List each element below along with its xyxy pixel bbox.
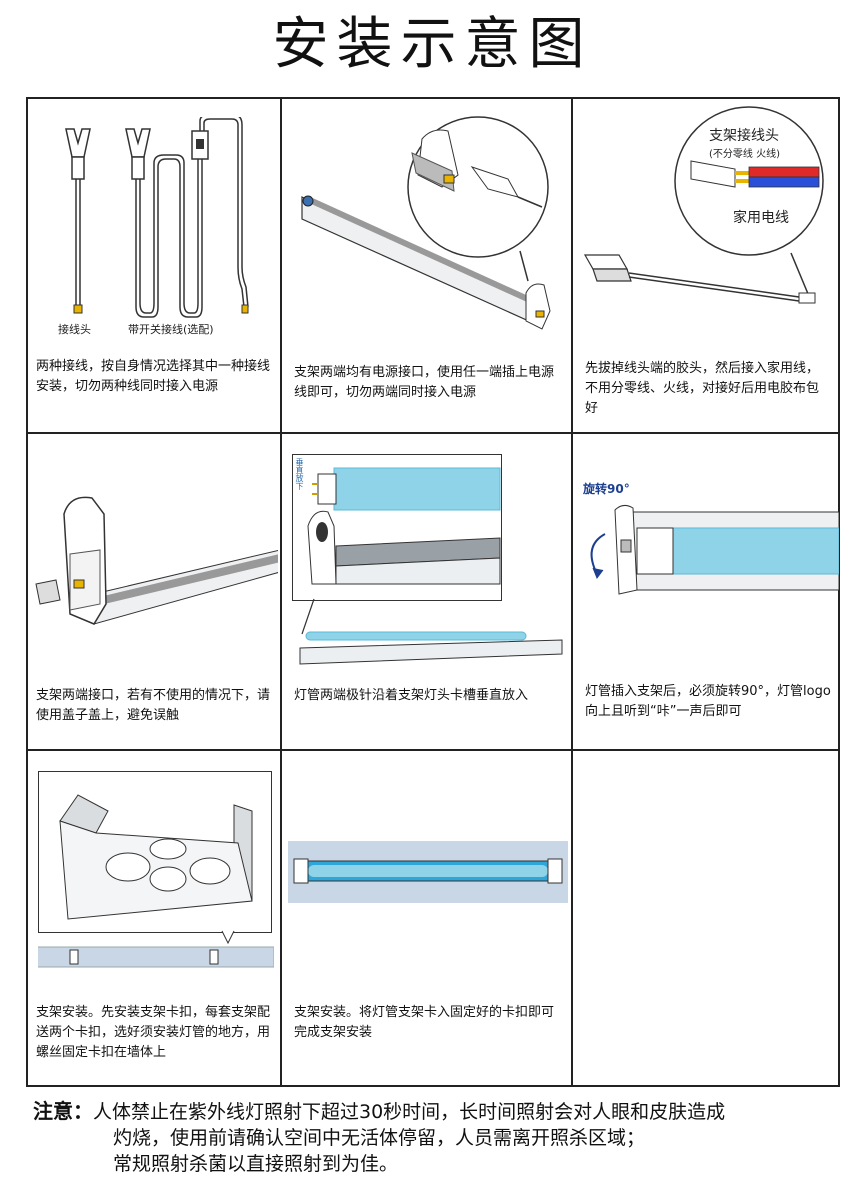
switch-wire-label: 带开关接线(选配)	[128, 323, 214, 336]
tube-rotate-illustration	[590, 504, 839, 595]
clip-bracket-illustration	[38, 794, 274, 968]
instruction-grid: 接线头 带开关接线(选配) 两种接线，按自身情况选择其中一种接线安装，切勿两种线…	[26, 97, 840, 1087]
step-6-caption: 灯管插入支架后，必须旋转90°，灯管logo向上且听到“咔”一声后即可	[585, 684, 831, 719]
step-2-panel: 支架两端均有电源接口，使用任一端插上电源线即可，切勿两端同时接入电源	[282, 99, 571, 432]
notice-label: 注意：	[33, 1099, 93, 1123]
bracket-power-illustration	[301, 116, 551, 330]
wire-connection-illustration	[583, 106, 824, 304]
vertical-drop-label: 垂直放下	[295, 458, 304, 490]
step-6-panel: 旋转90° 灯管插入支架后，必须旋转90°，灯管logo向上且听到“咔”一声后即…	[573, 434, 840, 749]
safety-notice: 注意：人体禁止在紫外线灯照射下超过30秒时间，长时间照射会对人眼和皮肤造成 灼烧…	[33, 1098, 843, 1177]
step-1-panel: 接线头 带开关接线(选配) 两种接线，按自身情况选择其中一种接线安装，切勿两种线…	[28, 99, 280, 432]
empty-panel	[573, 751, 840, 1087]
step-1-caption: 两种接线，按自身情况选择其中一种接线安装，切勿两种线同时接入电源	[36, 359, 271, 394]
step-7-panel: 支架安装。先安装支架卡扣，每套支架配送两个卡扣，选好须安装灯管的地方，用螺丝固定…	[28, 751, 280, 1087]
step-2-caption: 支架两端均有电源接口，使用任一端插上电源线即可，切勿两端同时接入电源	[294, 365, 555, 400]
household-wire-label: 家用电线	[733, 210, 789, 226]
bracket-connector-label: 支架接线头	[709, 128, 779, 144]
step-5-panel: 垂直放下 灯管两端极针沿着支架灯头卡槽垂直放入	[282, 434, 571, 749]
notice-line-1: 人体禁止在紫外线灯照射下超过30秒时间，长时间照射会对人眼和皮肤造成	[93, 1101, 726, 1123]
tube-insert-illustration	[299, 467, 563, 665]
step-3-panel: 支架接线头 (不分零线 火线) 家用电线 先拔掉线头端的胶头，然后接入家用线，不…	[573, 99, 840, 432]
neutral-live-note: (不分零线 火线)	[709, 149, 780, 160]
bracket-cap-illustration	[35, 496, 278, 625]
step-4-caption: 支架两端接口，若有不使用的情况下，请使用盖子盖上，避免误触	[36, 688, 271, 723]
notice-line-2: 灼烧，使用前请确认空间中无活体停留，人员需离开照杀区域；	[113, 1127, 646, 1149]
notice-line-3: 常规照射杀菌以直接照射到为佳。	[113, 1153, 399, 1175]
step-5-caption: 灯管两端极针沿着支架灯头卡槽垂直放入	[294, 688, 529, 703]
step-8-caption: 支架安装。将灯管支架卡入固定好的卡扣即可完成支架安装	[294, 1005, 555, 1040]
step-7-caption: 支架安装。先安装支架卡扣，每套支架配送两个卡扣，选好须安装灯管的地方，用螺丝固定…	[36, 1005, 271, 1060]
rotate-label: 旋转90°	[583, 482, 630, 496]
step-8-panel: 支架安装。将灯管支架卡入固定好的卡扣即可完成支架安装	[282, 751, 571, 1087]
step-3-caption: 先拔掉线头端的胶头，然后接入家用线，不用分零线、火线，对接好后用电胶布包好	[585, 361, 820, 416]
installed-tube-illustration	[288, 841, 568, 903]
wire-types-illustration	[65, 117, 249, 318]
step-4-panel: 支架两端接口，若有不使用的情况下，请使用盖子盖上，避免误触	[28, 434, 280, 749]
connector-label: 接线头	[58, 323, 91, 336]
page-title: 安装示意图	[272, 12, 593, 77]
